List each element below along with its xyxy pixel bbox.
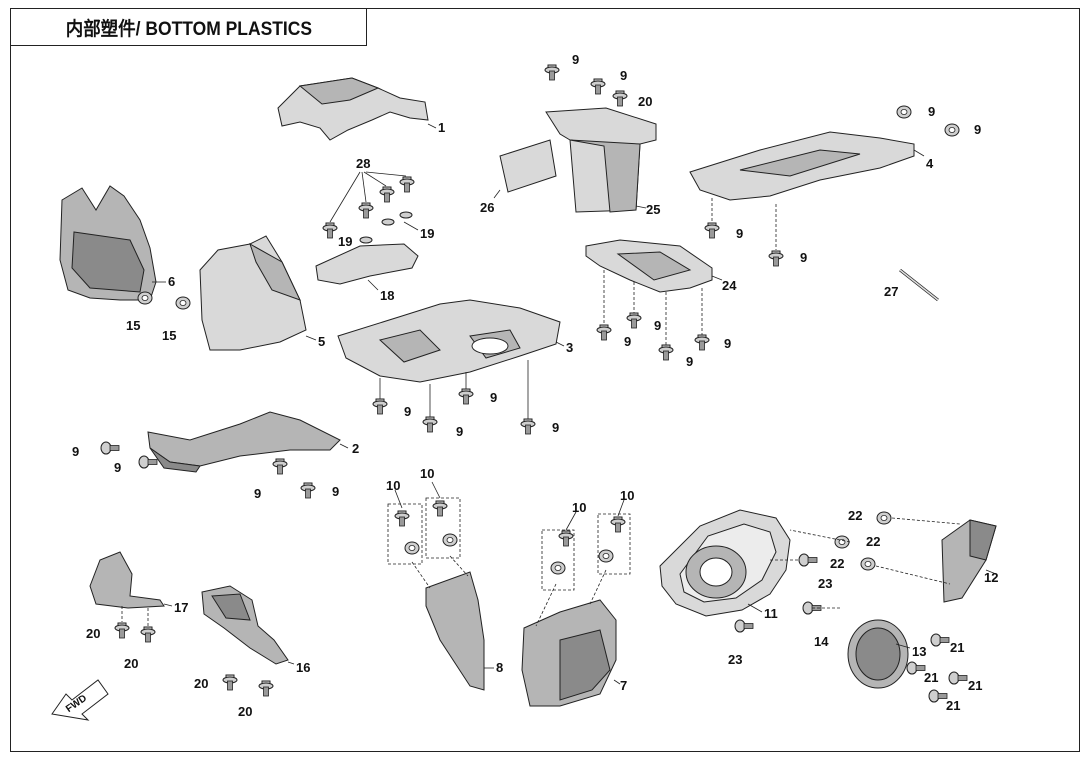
part-11-cvt-cover bbox=[659, 509, 802, 617]
part-26-pad bbox=[493, 139, 557, 199]
callout-9-l: 9 bbox=[490, 390, 497, 405]
part-24-plate bbox=[585, 239, 723, 293]
callout-9-r: 9 bbox=[332, 484, 339, 499]
callout-10-a: 10 bbox=[386, 478, 400, 493]
part-7-cover bbox=[521, 569, 621, 707]
callout-9-g: 9 bbox=[654, 318, 661, 333]
part-27-rod bbox=[899, 268, 939, 302]
callout-9-p: 9 bbox=[114, 460, 121, 475]
callout-2: 2 bbox=[352, 441, 359, 456]
callout-14: 14 bbox=[814, 634, 829, 649]
callout-20-e: 20 bbox=[238, 704, 252, 719]
callout-9-q: 9 bbox=[254, 486, 261, 501]
part-18-bracket bbox=[315, 243, 419, 291]
callout-20-b: 20 bbox=[86, 626, 100, 641]
callout-19-a: 19 bbox=[338, 234, 352, 249]
callout-24: 24 bbox=[722, 278, 737, 293]
callout-13: 13 bbox=[912, 644, 926, 659]
callout-20-a: 20 bbox=[638, 94, 652, 109]
callout-9-o: 9 bbox=[72, 444, 79, 459]
clip-group-right bbox=[541, 499, 631, 591]
callout-21-b: 21 bbox=[924, 670, 938, 685]
callout-15-a: 15 bbox=[126, 318, 140, 333]
part-6-side-panel bbox=[59, 185, 166, 301]
callout-19-b: 19 bbox=[420, 226, 434, 241]
callout-4: 4 bbox=[926, 156, 934, 171]
part-3-skid-plate bbox=[337, 299, 565, 383]
part-5-side-panel bbox=[199, 235, 317, 351]
callout-10-d: 10 bbox=[620, 488, 634, 503]
callout-11: 11 bbox=[764, 606, 778, 621]
callout-9-e: 9 bbox=[736, 226, 743, 241]
callout-22-b: 22 bbox=[866, 534, 880, 549]
callout-9-k: 9 bbox=[404, 404, 411, 419]
callout-22-c: 22 bbox=[830, 556, 844, 571]
callout-16: 16 bbox=[296, 660, 310, 675]
callout-20-c: 20 bbox=[124, 656, 138, 671]
part-1-upper-cover bbox=[277, 77, 437, 141]
part-17-bracket bbox=[89, 551, 173, 609]
diagram-frame bbox=[10, 8, 1080, 752]
part-12-panel bbox=[941, 519, 997, 603]
callout-21-a: 21 bbox=[950, 640, 964, 655]
callout-18: 18 bbox=[380, 288, 394, 303]
callout-3: 3 bbox=[566, 340, 573, 355]
clip-group-left bbox=[387, 481, 461, 565]
callout-9-c: 9 bbox=[928, 104, 935, 119]
callout-7: 7 bbox=[620, 678, 627, 693]
callout-9-a: 9 bbox=[572, 52, 579, 67]
callout-9-m: 9 bbox=[456, 424, 463, 439]
callout-20-d: 20 bbox=[194, 676, 208, 691]
callout-23-b: 23 bbox=[728, 652, 742, 667]
callout-labels: 1 2 3 4 5 6 7 8 9 9 9 9 9 9 9 9 9 9 9 9 … bbox=[72, 52, 998, 719]
part-4-skid-plate bbox=[689, 131, 925, 201]
part-16-bracket bbox=[201, 585, 295, 665]
part-2-front-guard bbox=[147, 411, 349, 473]
callout-9-b: 9 bbox=[620, 68, 627, 83]
callout-9-f: 9 bbox=[800, 250, 807, 265]
callout-17: 17 bbox=[174, 600, 188, 615]
callout-23-a: 23 bbox=[818, 576, 832, 591]
callout-9-d: 9 bbox=[974, 122, 981, 137]
callout-5: 5 bbox=[318, 334, 325, 349]
callout-27: 27 bbox=[884, 284, 898, 299]
title-box: 内部塑件/ BOTTOM PLASTICS bbox=[10, 8, 367, 46]
callout-9-i: 9 bbox=[724, 336, 731, 351]
callout-10-c: 10 bbox=[572, 500, 586, 515]
diagram-title: 内部塑件/ BOTTOM PLASTICS bbox=[65, 18, 312, 40]
callout-15-b: 15 bbox=[162, 328, 176, 343]
callout-10-b: 10 bbox=[420, 466, 434, 481]
callout-8: 8 bbox=[496, 660, 503, 675]
callout-22-a: 22 bbox=[848, 508, 862, 523]
callout-9-j: 9 bbox=[686, 354, 693, 369]
part-25-box bbox=[545, 107, 657, 213]
part-8-cover bbox=[411, 555, 494, 691]
part-13-round-cover bbox=[847, 619, 911, 689]
callout-9-n: 9 bbox=[552, 420, 559, 435]
callout-21-d: 21 bbox=[946, 698, 960, 713]
callout-12: 12 bbox=[984, 570, 998, 585]
callout-21-c: 21 bbox=[968, 678, 982, 693]
fwd-arrow: FWD bbox=[51, 679, 109, 721]
fasteners-28 bbox=[322, 171, 419, 244]
callout-9-h: 9 bbox=[624, 334, 631, 349]
callout-25: 25 bbox=[646, 202, 660, 217]
callout-28: 28 bbox=[356, 156, 370, 171]
callout-1: 1 bbox=[438, 120, 445, 135]
fasteners-part-3 bbox=[372, 360, 536, 435]
callout-6: 6 bbox=[168, 274, 175, 289]
callout-26: 26 bbox=[480, 200, 494, 215]
